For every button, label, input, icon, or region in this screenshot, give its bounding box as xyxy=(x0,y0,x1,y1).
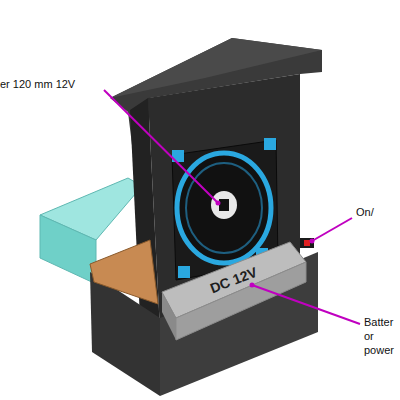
switch-body xyxy=(300,238,314,248)
battery-label-box: DC 12V xyxy=(209,271,258,289)
cyan-box-front xyxy=(40,215,96,284)
leader-dot xyxy=(250,283,255,288)
fan-ring xyxy=(177,153,271,263)
wood-block xyxy=(90,240,158,304)
base-front xyxy=(160,252,318,396)
fan-mount xyxy=(264,138,276,150)
leader-dot xyxy=(216,201,221,206)
battery-front xyxy=(176,262,306,340)
fan-hub xyxy=(211,191,237,219)
leader-dot xyxy=(310,239,315,244)
fan-logo xyxy=(219,199,229,211)
leader-line xyxy=(104,90,218,203)
leader-line xyxy=(252,285,360,324)
callout-label: er 120 mm 12V xyxy=(0,78,75,92)
switch-red xyxy=(304,240,310,246)
battery-side xyxy=(162,292,176,340)
fan-blades xyxy=(186,163,262,253)
fan-mount xyxy=(178,266,190,278)
callout-label: Batter or power xyxy=(364,316,394,357)
callout-label: On/ xyxy=(356,206,374,220)
leader-line xyxy=(312,218,352,241)
